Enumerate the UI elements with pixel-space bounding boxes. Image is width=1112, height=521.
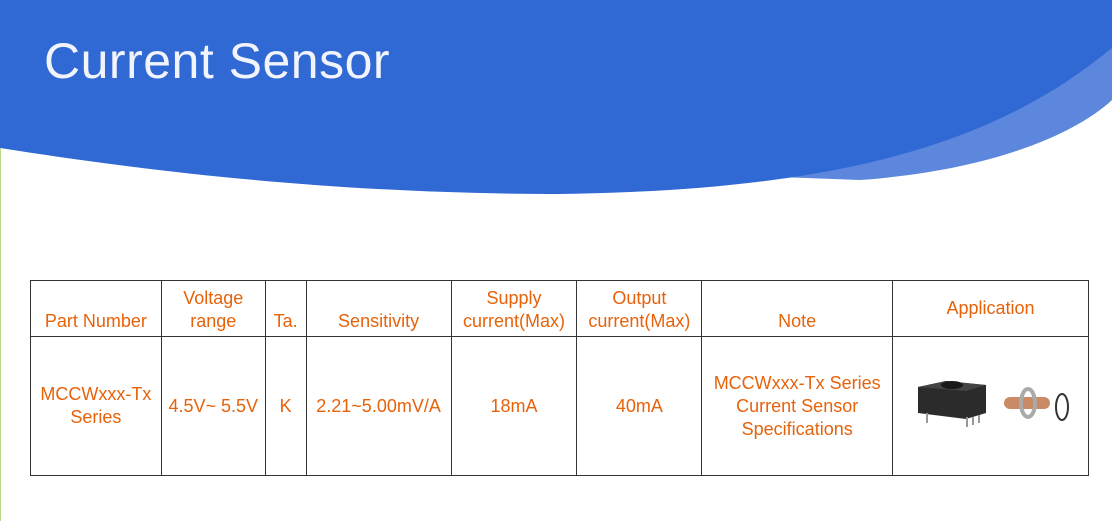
side-accent-line <box>0 148 1 521</box>
header-part-number: Part Number <box>30 280 162 337</box>
header-banner <box>0 0 1112 194</box>
header-note: Note <box>701 280 894 337</box>
header-application: Application <box>892 280 1089 337</box>
cell-supply: 18mA <box>450 336 578 476</box>
cell-ta: K <box>264 336 307 476</box>
sensor-product-image <box>917 381 1069 427</box>
cell-application <box>892 336 1089 476</box>
cell-sensitivity: 2.21~5.00mV/A <box>305 336 452 476</box>
header-ta: Ta. <box>264 280 307 337</box>
cell-output: 40mA <box>576 336 703 476</box>
cell-voltage: 4.5V~ 5.5V <box>160 336 266 476</box>
header-sensitivity: Sensitivity <box>305 280 452 337</box>
page-title: Current Sensor <box>44 33 391 89</box>
